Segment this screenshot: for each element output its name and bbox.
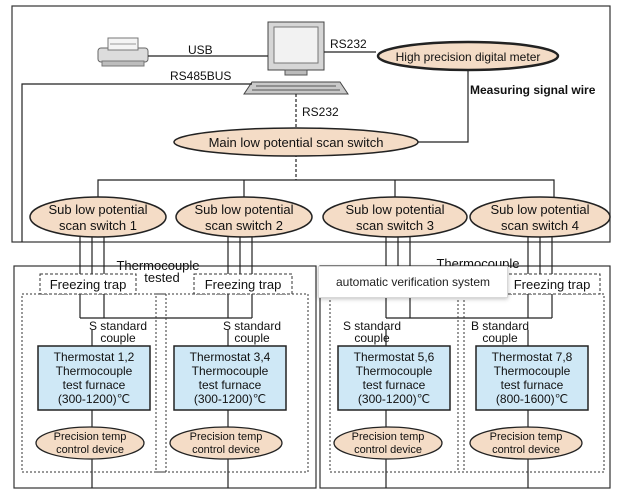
thermostat-line1: Thermostat 5,6 xyxy=(354,350,435,364)
couple-4-line2: couple xyxy=(482,331,518,345)
tooltip-text: automatic verification system xyxy=(335,275,491,289)
digital-meter-label: High precision digital meter xyxy=(396,50,541,64)
sub-switch-2: Sub low potential scan switch 2 xyxy=(175,196,313,238)
sub-switch-line2: scan switch 1 xyxy=(59,218,137,233)
lower-left-frame xyxy=(13,265,317,489)
printer-icon xyxy=(97,37,149,67)
main-switch-label: Main low potential scan switch xyxy=(209,135,384,150)
couple-1-line2: couple xyxy=(100,331,136,345)
freezing-trap-1: Freezing trap xyxy=(39,273,137,295)
precision-line1: Precision temp xyxy=(54,431,127,443)
precision-control-2: Precision temp control device xyxy=(169,426,283,460)
thermostat-line4: (300-1200)℃ xyxy=(358,392,430,406)
sub-switch-line2: scan switch 2 xyxy=(205,218,283,233)
sub-switch-3: Sub low potential scan switch 3 xyxy=(322,196,468,238)
thermostat-line4: (800-1600)℃ xyxy=(496,392,568,406)
upper-frame xyxy=(11,5,611,243)
thermocouple-tested-line2: tested xyxy=(144,270,179,285)
freezing-trap-2: Freezing trap xyxy=(193,273,293,295)
main-switch-node xyxy=(173,127,419,157)
freezing-trap-label: Freezing trap xyxy=(514,277,591,292)
thermostat-line4: (300-1200)℃ xyxy=(194,392,266,406)
tooltip: automatic verification system xyxy=(318,266,508,298)
couple-2-line1: S standard xyxy=(223,319,281,333)
freezing-trap-label: Freezing trap xyxy=(205,277,282,292)
thermostat-line3: test furnace xyxy=(501,378,564,392)
sub-switch-line1: Sub low potential xyxy=(345,202,444,217)
sub-switch-line1: Sub low potential xyxy=(490,202,589,217)
thermostat-4: Thermostat 7,8 Thermocouple test furnace… xyxy=(475,345,589,411)
couple-4-line1: B standard xyxy=(471,319,529,333)
precision-line1: Precision temp xyxy=(490,431,563,443)
precision-line2: control device xyxy=(492,444,560,456)
thermostat-line1: Thermostat 7,8 xyxy=(492,350,573,364)
thermostat-3: Thermostat 5,6 Thermocouple test furnace… xyxy=(337,345,451,411)
sub-switch-line2: scan switch 4 xyxy=(501,218,579,233)
couple-3-line1: S standard xyxy=(343,319,401,333)
precision-line2: control device xyxy=(354,444,422,456)
sub-switch-4: Sub low potential scan switch 4 xyxy=(469,196,611,238)
digital-meter-node xyxy=(376,40,560,72)
thermostat-line2: Thermocouple xyxy=(494,364,571,378)
precision-line2: control device xyxy=(192,444,260,456)
couple-1-line1: S standard xyxy=(89,319,147,333)
freezing-trap-label: Freezing trap xyxy=(50,277,127,292)
usb-label: USB xyxy=(188,43,213,57)
precision-control-4: Precision temp control device xyxy=(469,426,583,460)
precision-control-3: Precision temp control device xyxy=(333,426,443,460)
rs232-top-label: RS232 xyxy=(330,37,367,51)
sub-switch-line1: Sub low potential xyxy=(194,202,293,217)
rs485-label: RS485BUS xyxy=(170,69,231,83)
thermostat-line3: test furnace xyxy=(199,378,262,392)
thermostat-2: Thermostat 3,4 Thermocouple test furnace… xyxy=(173,345,287,411)
thermostat-line3: test furnace xyxy=(363,378,426,392)
sub-switch-line2: scan switch 3 xyxy=(356,218,434,233)
precision-control-1: Precision temp control device xyxy=(35,426,145,460)
signal-wire-label: Measuring signal wire xyxy=(470,83,596,97)
precision-line2: control device xyxy=(56,444,124,456)
thermocouple-tested-line1: Thermocouple xyxy=(116,258,199,273)
sub-switch-1: Sub low potential scan switch 1 xyxy=(29,196,167,238)
thermostat-line1: Thermostat 3,4 xyxy=(190,350,271,364)
sub-switch-line1: Sub low potential xyxy=(48,202,147,217)
computer-icon xyxy=(243,21,349,95)
couple-3-line2: couple xyxy=(354,331,390,345)
precision-line1: Precision temp xyxy=(190,431,263,443)
thermostat-1: Thermostat 1,2 Thermocouple test furnace… xyxy=(37,345,151,411)
thermostat-line2: Thermocouple xyxy=(56,364,133,378)
rs232-mid-label: RS232 xyxy=(302,105,339,119)
thermostat-line1: Thermostat 1,2 xyxy=(54,350,135,364)
thermostat-line2: Thermocouple xyxy=(192,364,269,378)
thermostat-line3: test furnace xyxy=(63,378,126,392)
thermostat-line2: Thermocouple xyxy=(356,364,433,378)
freezing-trap-3: Freezing trap xyxy=(503,273,601,295)
couple-2-line2: couple xyxy=(234,331,270,345)
precision-line1: Precision temp xyxy=(352,431,425,443)
thermostat-line4: (300-1200)℃ xyxy=(58,392,130,406)
